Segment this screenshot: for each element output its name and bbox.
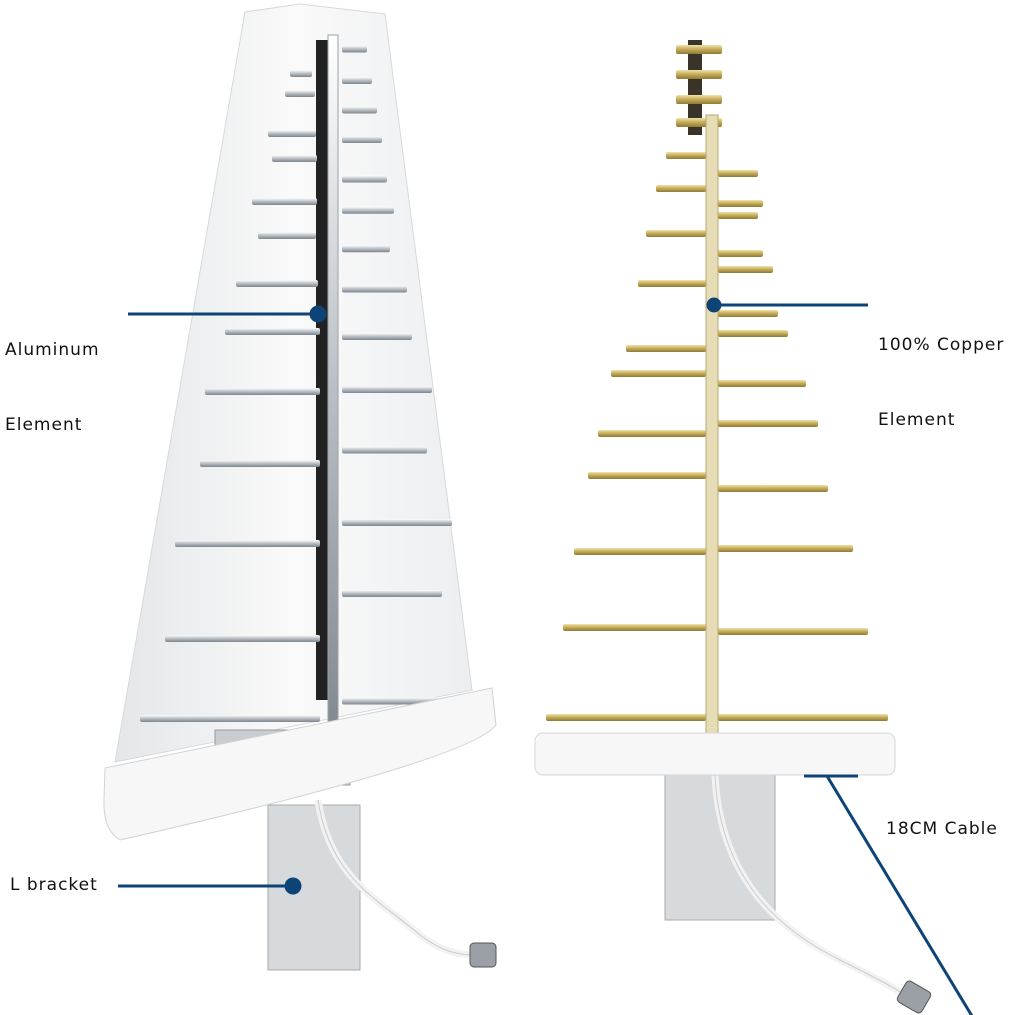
copper-element bbox=[718, 714, 888, 721]
aluminum-boom bbox=[327, 34, 339, 756]
aluminum-element-label: Aluminum Element bbox=[5, 288, 100, 488]
copper-element bbox=[718, 170, 758, 177]
label-line: Element bbox=[878, 410, 956, 430]
aluminum-antenna bbox=[103, 3, 497, 971]
n-connector-right bbox=[896, 980, 932, 1014]
copper-element bbox=[611, 370, 706, 377]
copper-element bbox=[718, 380, 806, 387]
copper-element bbox=[718, 310, 778, 317]
aluminum-element bbox=[175, 540, 320, 547]
aluminum-element bbox=[342, 206, 394, 214]
copper-top-element bbox=[676, 95, 722, 104]
copper-element-label: 100% Copper Element bbox=[878, 283, 1004, 483]
aluminum-element bbox=[258, 232, 316, 239]
copper-element bbox=[598, 430, 706, 437]
dark-back-strip bbox=[316, 40, 328, 700]
aluminum-element bbox=[342, 333, 412, 340]
aluminum-element bbox=[165, 635, 320, 642]
copper-element bbox=[718, 200, 763, 207]
copper-top-element bbox=[676, 70, 722, 79]
copper-element bbox=[718, 545, 853, 552]
copper-element bbox=[718, 212, 758, 219]
copper-element bbox=[646, 230, 706, 237]
aluminum-element bbox=[272, 155, 317, 162]
aluminum-element bbox=[342, 77, 372, 84]
copper-element bbox=[718, 485, 828, 492]
aluminum-element bbox=[252, 198, 317, 205]
copper-top-element bbox=[676, 45, 722, 54]
cable-label: 18CM Cable bbox=[886, 819, 998, 839]
aluminum-element bbox=[342, 519, 452, 526]
aluminum-element bbox=[225, 328, 320, 335]
l-bracket-label: L bracket bbox=[10, 875, 98, 895]
aluminum-element bbox=[342, 106, 377, 114]
aluminum-element bbox=[342, 245, 390, 253]
copper-element bbox=[656, 185, 706, 192]
callout-lines bbox=[118, 297, 974, 1015]
copper-antenna bbox=[534, 40, 932, 1014]
copper-element bbox=[718, 330, 788, 337]
copper-element bbox=[718, 250, 763, 257]
copper-element bbox=[563, 624, 706, 631]
copper-element bbox=[588, 472, 706, 479]
copper-element bbox=[626, 345, 706, 352]
copper-element bbox=[546, 714, 706, 721]
label-line: 100% Copper bbox=[878, 335, 1005, 355]
aluminum-element bbox=[268, 130, 316, 137]
copper-element bbox=[666, 152, 706, 159]
label-line: Element bbox=[5, 415, 83, 435]
base-tray bbox=[103, 687, 497, 841]
aluminum-element bbox=[342, 136, 382, 143]
aluminum-element bbox=[342, 590, 442, 597]
copper-element bbox=[718, 266, 773, 273]
copper-element bbox=[638, 280, 706, 287]
top-elements-mount bbox=[688, 40, 702, 135]
copper-boom bbox=[705, 114, 719, 741]
aluminum-element bbox=[342, 175, 387, 183]
copper-element bbox=[718, 628, 868, 635]
aluminum-element bbox=[205, 388, 320, 395]
aluminum-element bbox=[342, 386, 432, 393]
aluminum-element bbox=[342, 446, 427, 454]
base-block bbox=[534, 732, 896, 776]
aluminum-element bbox=[342, 285, 407, 293]
aluminum-element bbox=[236, 280, 318, 287]
radome-panel bbox=[114, 3, 473, 763]
aluminum-element bbox=[200, 460, 320, 467]
n-connector bbox=[469, 942, 497, 968]
aluminum-element bbox=[290, 70, 312, 77]
aluminum-element bbox=[140, 715, 320, 722]
label-line: Aluminum bbox=[5, 340, 100, 360]
copper-element bbox=[574, 548, 706, 555]
aluminum-element bbox=[342, 45, 367, 53]
aluminum-element bbox=[285, 90, 315, 97]
copper-element bbox=[718, 420, 818, 427]
